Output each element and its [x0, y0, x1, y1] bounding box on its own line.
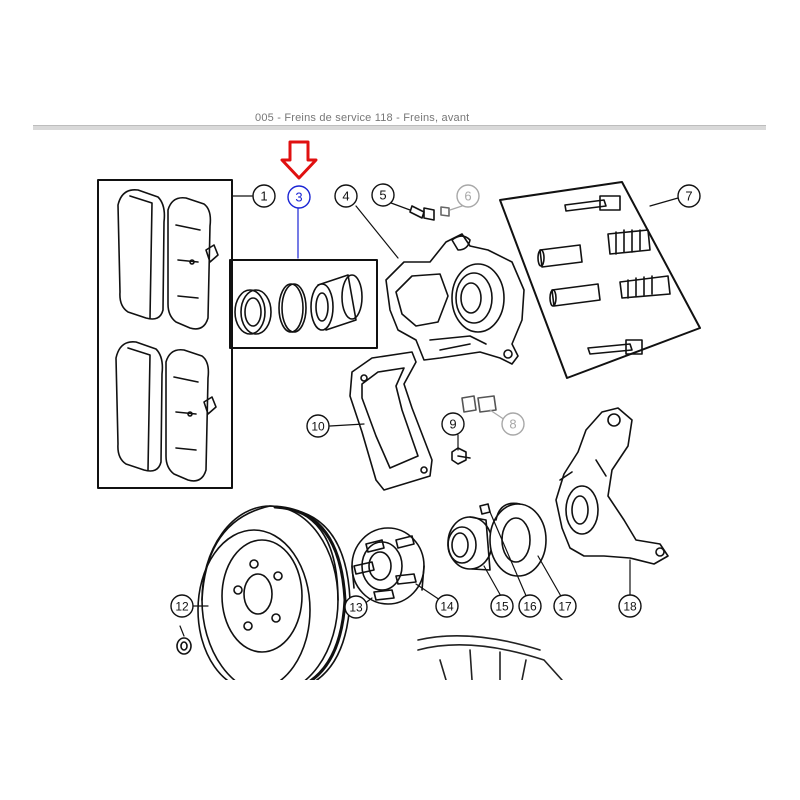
callout-circle [677, 184, 701, 208]
brake-rotor [197, 505, 351, 680]
callout-circle [553, 594, 577, 618]
callout-circle [287, 185, 311, 209]
callout-circle [441, 412, 465, 436]
brake-pads-group [97, 179, 233, 489]
header-text: 005 - Freins de service 118 - Freins, av… [255, 112, 470, 124]
callout-circle [501, 412, 525, 436]
callout-4: 4 [334, 184, 358, 208]
callout-label: 16 [523, 600, 537, 614]
callout-label: 4 [342, 189, 349, 204]
callout-label: 3 [295, 190, 302, 205]
callout-circle [306, 414, 330, 438]
callout-label: 14 [440, 600, 454, 614]
bearing-screw [479, 503, 491, 515]
callout-14: 14 [435, 594, 459, 618]
piston-kit-group [229, 259, 378, 349]
header-rule [33, 125, 766, 130]
callout-circle [170, 594, 194, 618]
callout-label: 1 [260, 189, 267, 204]
callout-10: 10 [306, 414, 330, 438]
callout-circle [334, 184, 358, 208]
wheel-bearing [447, 516, 493, 571]
callout-5: 5 [371, 183, 395, 207]
dust-shield [489, 502, 547, 577]
red-arrow-icon [280, 140, 318, 180]
callout-13: 13 [344, 595, 368, 619]
callout-label: 13 [349, 601, 363, 615]
callout-circle [456, 184, 480, 208]
callout-7: 7 [677, 184, 701, 208]
bleeder-screw [409, 205, 450, 221]
callout-9: 9 [441, 412, 465, 436]
guide-pin-kit [499, 181, 701, 379]
caliper [385, 233, 525, 365]
callout-8: 8 [501, 412, 525, 436]
anti-rattle-clips [461, 395, 497, 413]
callout-circle [490, 594, 514, 618]
callout-circle [435, 594, 459, 618]
callout-6: 6 [456, 184, 480, 208]
wheel-hub [351, 527, 425, 605]
callout-label: 12 [175, 600, 189, 614]
callout-label: 17 [558, 600, 572, 614]
callout-label: 5 [379, 188, 386, 203]
callout-3: 3 [287, 185, 311, 209]
callout-circle [371, 183, 395, 207]
callout-1: 1 [252, 184, 276, 208]
wheel-studs [353, 535, 417, 601]
callout-circle [252, 184, 276, 208]
wheel-partial [417, 634, 563, 680]
adapter-bolt [451, 447, 471, 465]
caliper-adapter [349, 351, 433, 491]
callout-label: 6 [464, 189, 471, 204]
callout-17: 17 [553, 594, 577, 618]
callout-circle [518, 594, 542, 618]
callout-label: 7 [685, 189, 692, 204]
callout-circle [618, 594, 642, 618]
leader-lines [179, 195, 679, 637]
lug-nut [176, 637, 192, 655]
callout-16: 16 [518, 594, 542, 618]
callout-12: 12 [170, 594, 194, 618]
callout-18: 18 [618, 594, 642, 618]
callout-label: 18 [623, 600, 637, 614]
steering-knuckle [555, 407, 669, 565]
callout-label: 15 [495, 600, 509, 614]
callout-label: 8 [509, 417, 516, 432]
callout-label: 9 [449, 417, 456, 432]
callout-label: 10 [311, 420, 325, 434]
callout-15: 15 [490, 594, 514, 618]
callout-circle [344, 595, 368, 619]
